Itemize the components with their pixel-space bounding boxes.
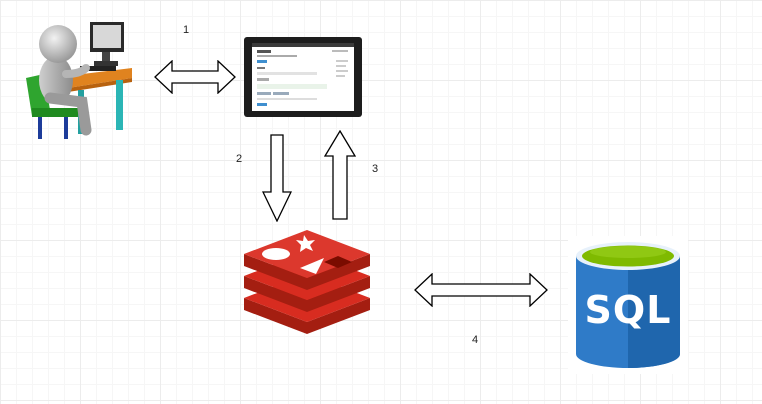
redis-icon: [244, 230, 370, 334]
edge-1-arrow: [154, 60, 236, 94]
user-node: [20, 18, 138, 142]
edge-4-arrow: [414, 273, 548, 307]
edge-4-label: 4: [472, 334, 479, 346]
cache-node: [242, 226, 372, 336]
edge-3-arrow: [324, 130, 356, 220]
laptop-browser-icon: [244, 37, 362, 117]
edge-1-label: 1: [183, 24, 190, 36]
edge-2-arrow: [262, 134, 292, 222]
person-at-computer-icon: [26, 22, 132, 139]
database-node: SQL: [568, 236, 688, 374]
sql-database-icon: [568, 236, 688, 374]
web-app-node: [240, 34, 366, 120]
edge-2-label: 2: [236, 153, 243, 165]
edge-3-label: 3: [372, 163, 379, 175]
sql-label: SQL: [584, 288, 672, 332]
